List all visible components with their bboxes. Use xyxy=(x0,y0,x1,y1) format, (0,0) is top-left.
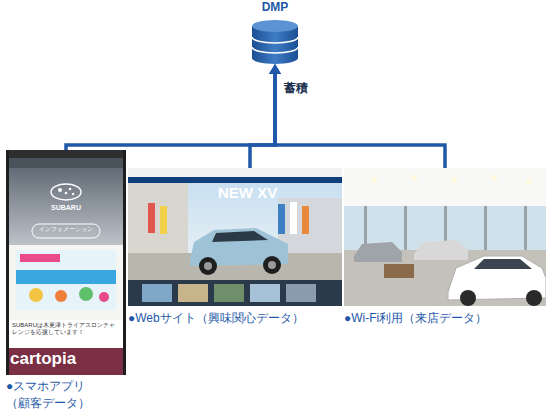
news-text: SUBARUは木更津トライアスロンチャレンジを応援しています！ xyxy=(12,322,118,336)
logo-text: SUBARU xyxy=(20,204,112,212)
data-source-node: ●スマホアプリ （顧客データ） xyxy=(6,150,126,412)
connector-line xyxy=(275,72,445,168)
flow-connector xyxy=(269,64,445,168)
edge-label: 蓄積 xyxy=(284,82,308,96)
arrow-head xyxy=(269,64,281,74)
source-caption: ●Wi-Fi利用（来店データ） xyxy=(344,310,546,327)
source-caption: ●Webサイト（興味関心データ） xyxy=(128,310,342,327)
node-heading: DMP xyxy=(230,0,320,14)
data-source-node: ●Wi-Fi利用（来店データ） xyxy=(344,168,546,338)
showroom-photo xyxy=(344,168,546,306)
source-caption: ●スマホアプリ （顧客データ） xyxy=(6,378,102,412)
button-text: インフォメーション xyxy=(32,226,100,233)
smartphone-screenshot xyxy=(6,150,126,375)
database-node: DMP xyxy=(230,2,320,64)
arrow-head xyxy=(269,64,281,74)
flow-connector xyxy=(66,64,281,150)
arrow-head xyxy=(269,64,281,74)
hero-text: NEW XV xyxy=(218,184,328,201)
connector-line xyxy=(66,72,275,150)
flow-connector xyxy=(250,64,281,168)
app-banner-text: cartopia xyxy=(10,349,122,369)
connector-line xyxy=(250,72,275,168)
